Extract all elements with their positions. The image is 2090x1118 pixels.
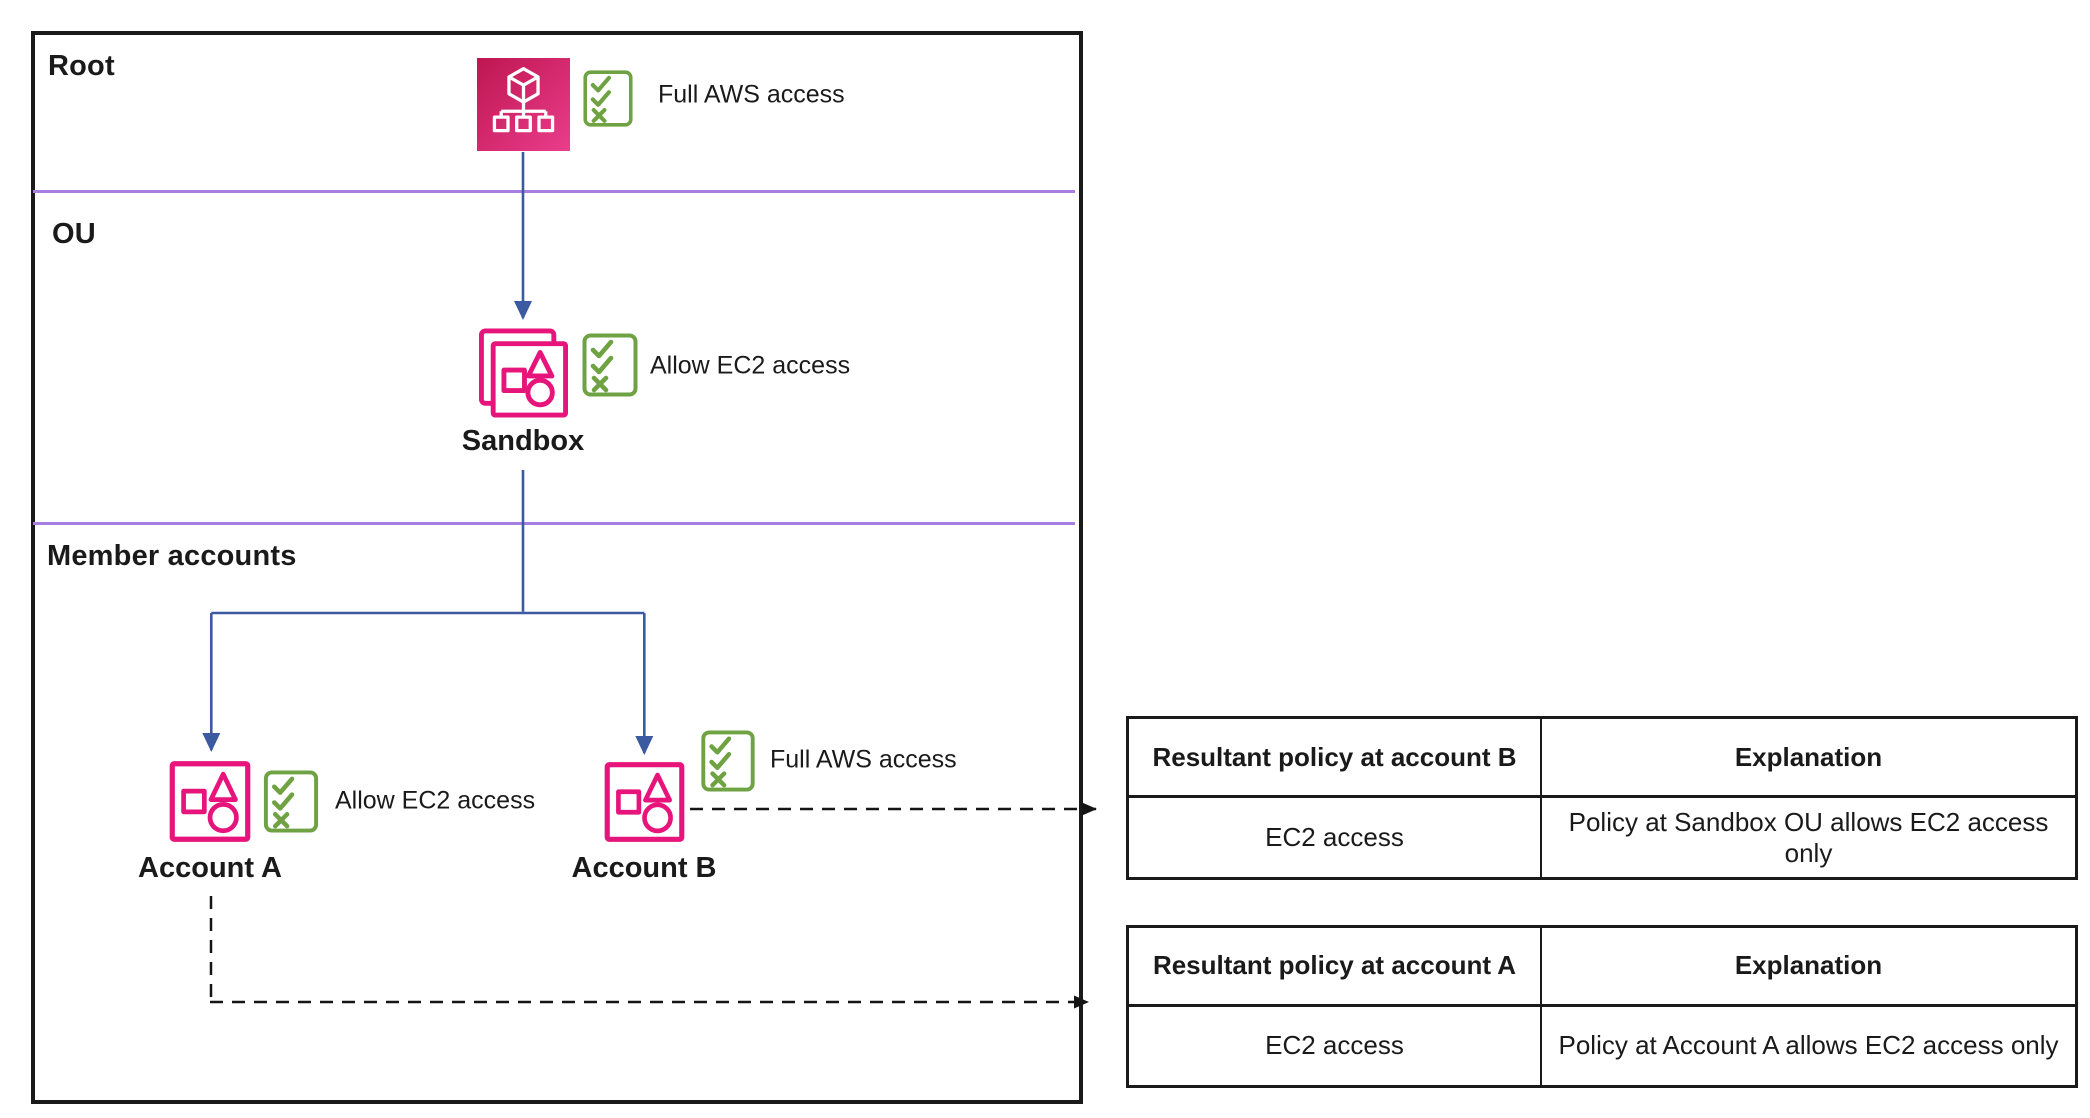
section-label-root: Root bbox=[48, 50, 115, 82]
organizations-root-icon bbox=[477, 58, 570, 151]
organizational-unit-icon bbox=[478, 328, 569, 418]
root-policy-label: Full AWS access bbox=[658, 80, 845, 109]
table-a-header-policy: Resultant policy at account A bbox=[1129, 928, 1542, 1007]
organization-boundary-box bbox=[31, 31, 1083, 1104]
scp-checklist-icon-root bbox=[583, 70, 633, 127]
scp-checklist-icon-ou bbox=[582, 333, 638, 397]
section-label-members: Member accounts bbox=[47, 540, 297, 572]
account-b-name-label: Account B bbox=[571, 852, 717, 884]
account-a-name-label: Account A bbox=[138, 852, 282, 884]
account-a-policy-label: Allow EC2 access bbox=[335, 786, 536, 815]
ou-members-divider bbox=[33, 522, 1075, 525]
table-b-header-explanation: Explanation bbox=[1542, 719, 2075, 798]
table-a-cell-explanation: Policy at Account A allows EC2 access on… bbox=[1558, 1030, 2059, 1061]
scp-checklist-icon-account-a bbox=[263, 770, 319, 833]
table-b-cell-explanation: Policy at Sandbox OU allows EC2 access o… bbox=[1568, 806, 2049, 868]
account-b-policy-label: Full AWS access bbox=[770, 745, 957, 774]
table-b-cell-policy: EC2 access bbox=[1129, 798, 1542, 877]
scp-checklist-icon-account-b bbox=[701, 730, 755, 792]
ou-policy-label: Allow EC2 access bbox=[650, 351, 851, 380]
table-a-cell-policy: EC2 access bbox=[1129, 1006, 1542, 1085]
resultant-policy-table-account-a: Resultant policy at account A Explanatio… bbox=[1126, 925, 2078, 1088]
root-ou-divider bbox=[33, 190, 1075, 193]
account-a-icon bbox=[169, 761, 251, 842]
section-label-ou: OU bbox=[52, 218, 96, 250]
table-b-header-policy: Resultant policy at account B bbox=[1129, 719, 1542, 798]
resultant-policy-table-account-b: Resultant policy at account B Explanatio… bbox=[1126, 716, 2078, 880]
ou-name-label: Sandbox bbox=[461, 425, 585, 457]
account-b-icon bbox=[604, 762, 685, 842]
table-a-header-explanation: Explanation bbox=[1542, 928, 2075, 1007]
